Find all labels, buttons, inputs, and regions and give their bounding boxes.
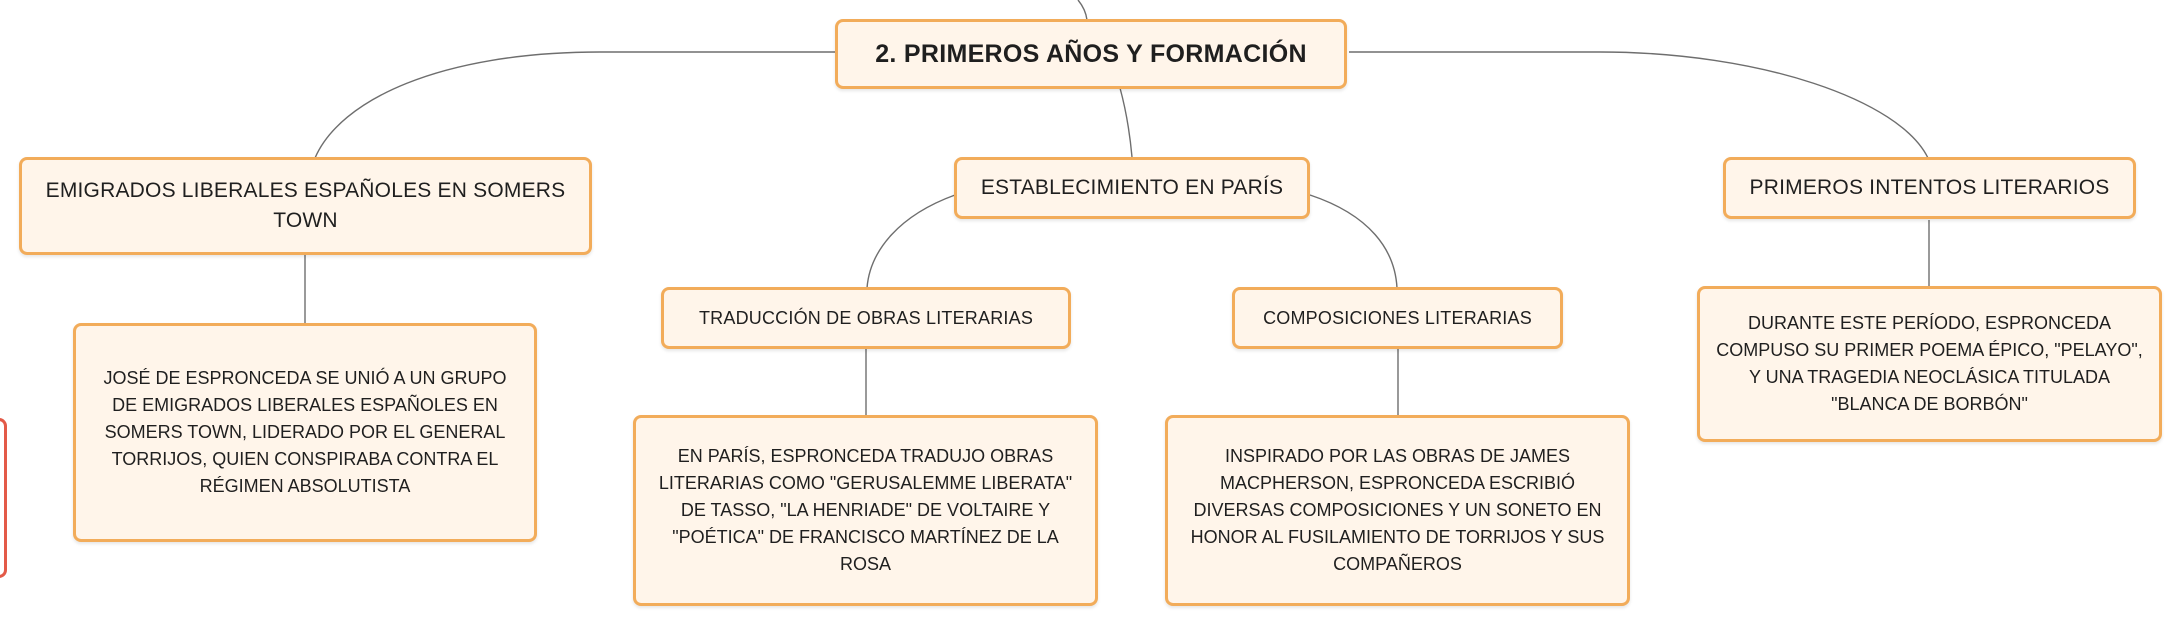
detail-primeros-intentos[interactable]: DURANTE ESTE PERÍODO, ESPRONCEDA COMPUSO…: [1697, 286, 2162, 442]
connector-paris-to-traduccion: [866, 194, 956, 289]
connector-root-to-intentos: [1349, 51, 1929, 159]
detail-traduccion[interactable]: EN PARÍS, ESPRONCEDA TRADUJO OBRAS LITER…: [633, 415, 1098, 606]
detail-composiciones[interactable]: INSPIRADO POR LAS OBRAS DE JAMES MACPHER…: [1165, 415, 1630, 606]
subtopic-traduccion[interactable]: TRADUCCIÓN DE OBRAS LITERARIAS: [661, 287, 1071, 349]
topic-primeros-intentos[interactable]: PRIMEROS INTENTOS LITERARIOS: [1723, 157, 2136, 219]
offscreen-node-edge: [0, 418, 7, 578]
connector-parent-to-root: [1077, 0, 1088, 21]
subtopic-composiciones[interactable]: COMPOSICIONES LITERARIAS: [1232, 287, 1563, 349]
topic-emigrados-liberales[interactable]: EMIGRADOS LIBERALES ESPAÑOLES EN SOMERS …: [19, 157, 592, 255]
detail-emigrados[interactable]: JOSÉ DE ESPRONCEDA SE UNIÓ A UN GRUPO DE…: [73, 323, 537, 542]
topic-establecimiento-paris[interactable]: ESTABLECIMIENTO EN PARÍS: [954, 157, 1310, 219]
root-topic[interactable]: 2. PRIMEROS AÑOS Y FORMACIÓN: [835, 19, 1347, 89]
connector-root-to-paris: [1119, 87, 1133, 158]
connector-paris-to-composiciones: [1309, 194, 1398, 289]
connector-root-to-emigrados: [314, 51, 835, 159]
